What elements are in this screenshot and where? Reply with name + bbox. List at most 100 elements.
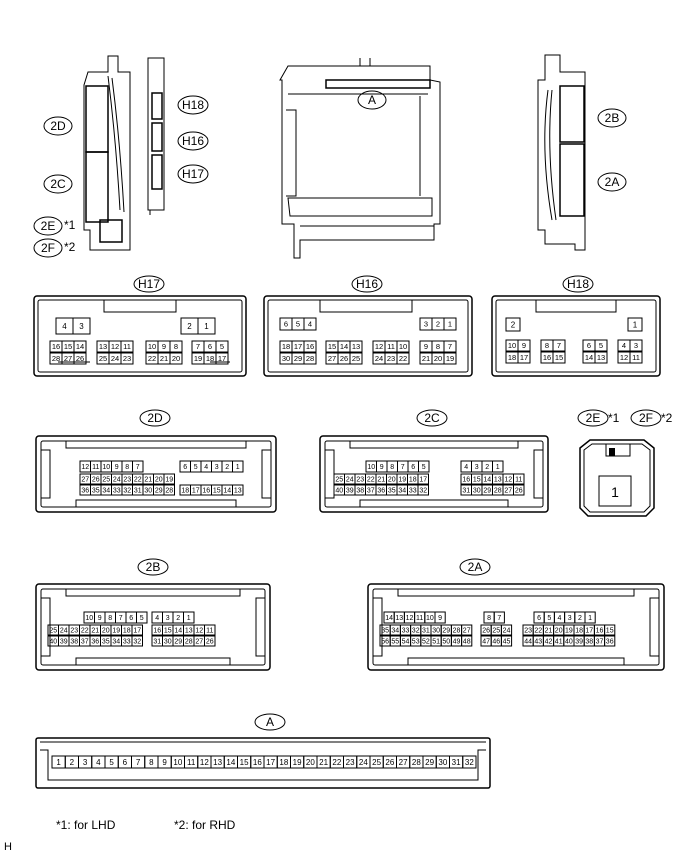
svg-text:11: 11 [92, 464, 99, 471]
svg-text:22: 22 [399, 354, 407, 363]
h16-pin-15: 15 [325, 340, 339, 353]
svg-text:2: 2 [176, 615, 180, 622]
c2d-pin-2: 2 [221, 460, 233, 473]
c2c-pin-38: 38 [354, 484, 366, 496]
c2a-pin-48: 48 [461, 635, 473, 647]
svg-text:14: 14 [483, 477, 491, 484]
svg-text:14: 14 [385, 615, 393, 622]
c2c-pin-1: 1 [492, 460, 504, 473]
svg-text:1: 1 [204, 322, 209, 331]
c2d-pin-36: 36 [79, 484, 91, 496]
h17-pin-7: 7 [191, 340, 205, 353]
svg-text:22: 22 [332, 758, 341, 767]
2f-label: 2F [41, 241, 55, 255]
svg-text:18: 18 [279, 758, 288, 767]
c2a-pin-52: 52 [420, 635, 432, 647]
h18-title: H18 [567, 277, 589, 291]
c2c-pin-31: 31 [460, 484, 472, 496]
h16-pin-4: 4 [303, 317, 317, 331]
svg-text:3: 3 [475, 464, 479, 471]
svg-text:10: 10 [173, 758, 182, 767]
h17-pin-1: 1 [197, 317, 216, 335]
svg-text:30: 30 [164, 639, 172, 646]
svg-text:6: 6 [537, 615, 541, 622]
c2e-pin-1: 1 [598, 475, 632, 507]
svg-text:28: 28 [453, 628, 461, 635]
svg-text:6: 6 [123, 758, 128, 767]
h16-label: H16 [182, 134, 204, 148]
h16-pin-14: 14 [337, 340, 351, 353]
c2a-pin-9: 9 [434, 611, 446, 624]
c2c-pin-27: 27 [502, 484, 514, 496]
h18-pin-11: 11 [629, 351, 643, 364]
svg-text:32: 32 [419, 488, 427, 495]
svg-text:19: 19 [112, 628, 120, 635]
c2d-pin-34: 34 [100, 484, 112, 496]
c2b-pin-20: 20 [100, 624, 112, 636]
h16-pin-26: 26 [337, 352, 351, 365]
svg-text:8: 8 [436, 342, 440, 351]
c2a-pin-3: 3 [564, 611, 576, 624]
c2d-pin-18: 18 [179, 484, 191, 496]
2c-label: 2C [50, 177, 66, 191]
h17-pin-20: 20 [169, 352, 183, 365]
svg-text:23: 23 [70, 628, 78, 635]
c2c-pin-37: 37 [365, 484, 377, 496]
svg-text:3: 3 [634, 341, 638, 350]
svg-text:19: 19 [293, 758, 302, 767]
h17-pin-11: 11 [120, 340, 134, 353]
c2a-pin-34: 34 [389, 624, 401, 636]
c2a-pin-53: 53 [410, 635, 422, 647]
svg-text:10: 10 [367, 464, 375, 471]
svg-text:8: 8 [149, 758, 154, 767]
svg-text:21: 21 [91, 628, 99, 635]
svg-text:34: 34 [102, 488, 110, 495]
svg-text:5: 5 [109, 758, 114, 767]
svg-text:11: 11 [632, 353, 640, 362]
c2c-pin-9: 9 [376, 460, 388, 473]
a-title: A [266, 715, 274, 729]
svg-text:30: 30 [282, 354, 290, 363]
c2a-pin-19: 19 [563, 624, 575, 636]
c2a-pin-17: 17 [583, 624, 595, 636]
c2a-pin-10: 10 [424, 611, 436, 624]
a-pin-30: 30 [435, 755, 450, 769]
svg-text:51: 51 [432, 639, 440, 646]
svg-text:21: 21 [144, 477, 152, 484]
svg-text:25: 25 [49, 628, 57, 635]
c2d-pin-3: 3 [211, 460, 223, 473]
svg-text:6: 6 [284, 320, 288, 329]
svg-text:26: 26 [515, 488, 523, 495]
svg-text:6: 6 [129, 615, 133, 622]
svg-text:26: 26 [206, 639, 214, 646]
svg-text:3: 3 [215, 464, 219, 471]
c2a-pin-30: 30 [430, 624, 442, 636]
svg-text:9: 9 [162, 758, 167, 767]
c2d-pin-10: 10 [100, 460, 112, 473]
h17-pin-3: 3 [72, 317, 91, 335]
svg-text:8: 8 [390, 464, 394, 471]
c2c-pin-22: 22 [365, 473, 377, 485]
svg-text:19: 19 [165, 477, 173, 484]
svg-text:33: 33 [113, 488, 121, 495]
h18-pin-1: 1 [627, 317, 643, 332]
svg-text:25: 25 [372, 758, 381, 767]
h17-pin-24: 24 [108, 352, 122, 365]
svg-text:1: 1 [588, 615, 592, 622]
c2d-pin-32: 32 [121, 484, 133, 496]
c2a-pin-46: 46 [490, 635, 502, 647]
svg-text:22: 22 [81, 628, 89, 635]
c2a-pin-37: 37 [593, 635, 606, 647]
c2b-pin-10: 10 [83, 611, 95, 624]
svg-text:9: 9 [98, 615, 102, 622]
svg-text:21: 21 [422, 354, 430, 363]
h18-pin-7: 7 [552, 339, 566, 352]
svg-text:24: 24 [113, 477, 121, 484]
a-pin-22: 22 [329, 755, 344, 769]
a-pin-15: 15 [237, 755, 252, 769]
c2c-title: 2C [424, 411, 440, 425]
